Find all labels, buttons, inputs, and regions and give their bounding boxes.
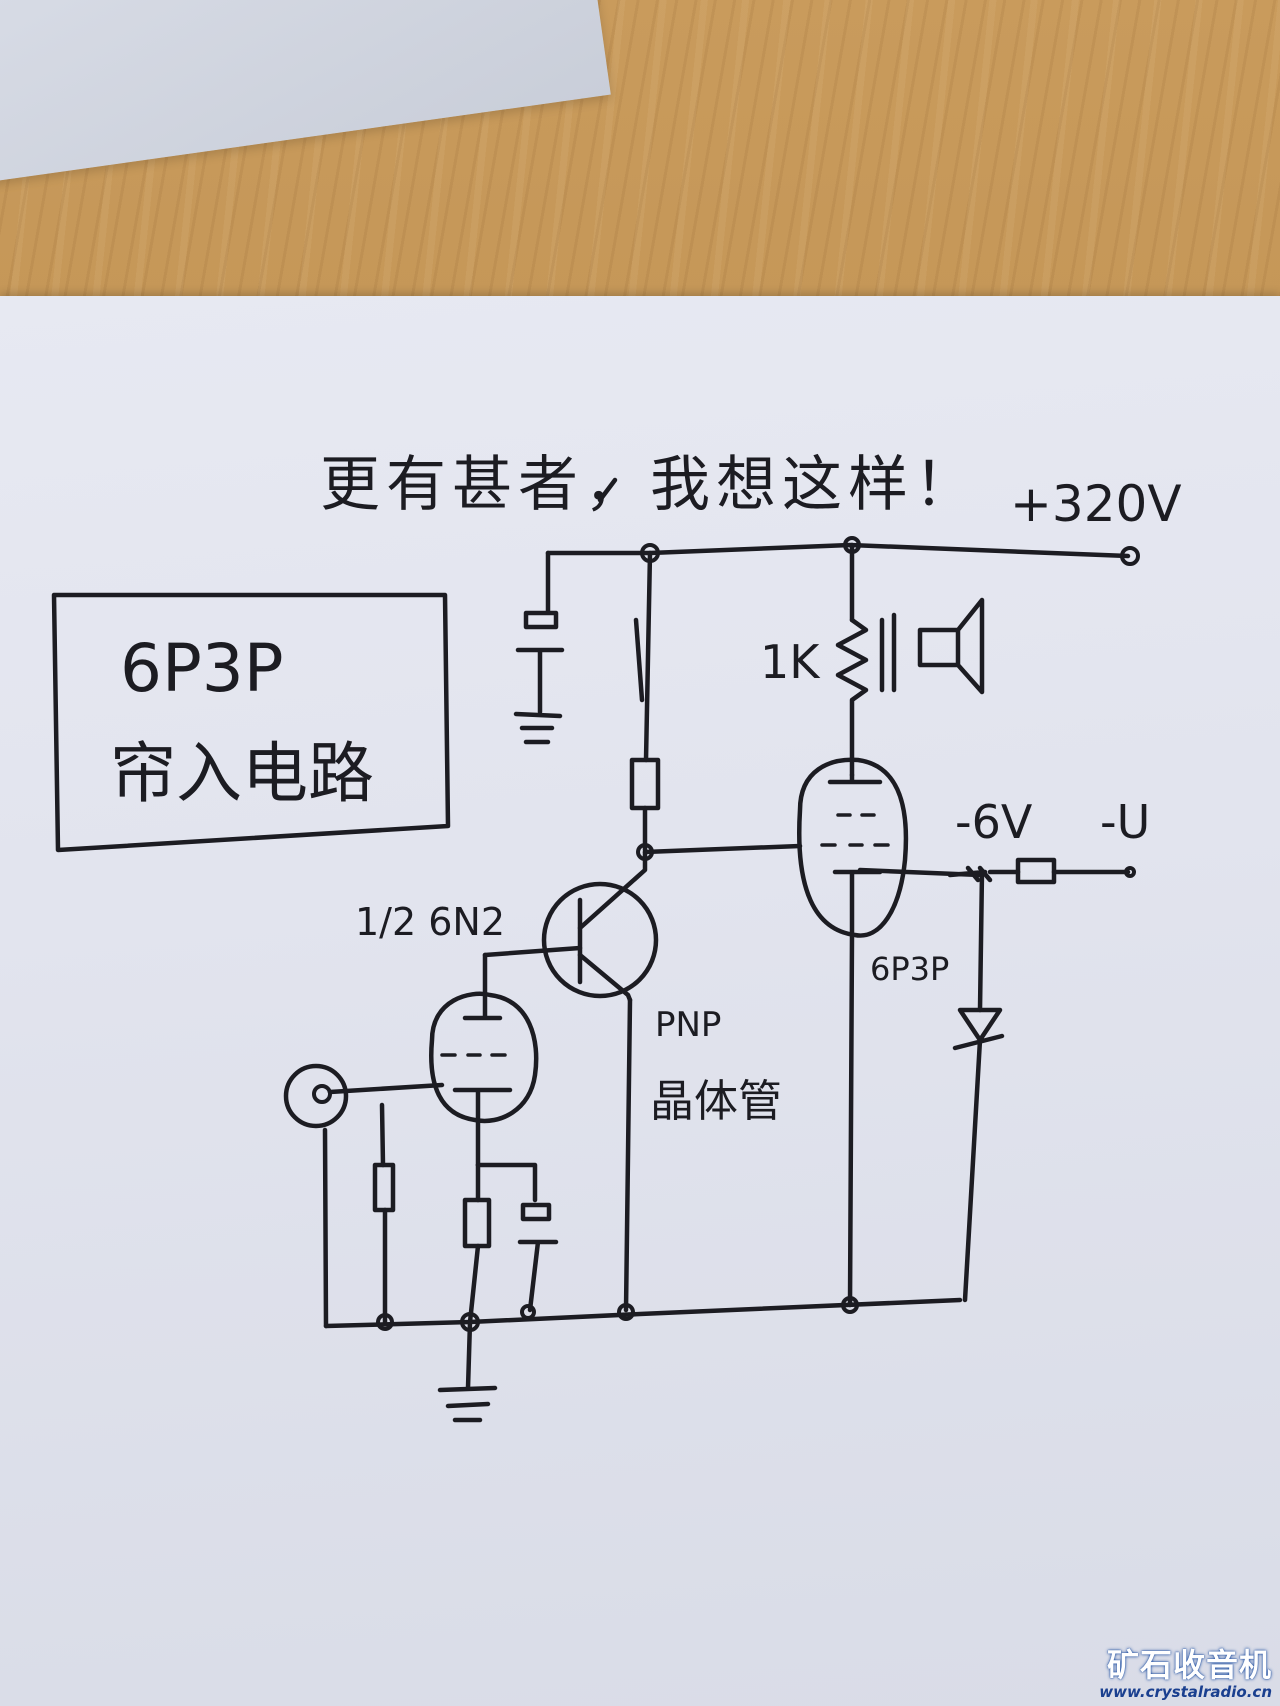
paper-sheet — [0, 296, 1280, 1706]
tube-6p3p-envelope — [797, 757, 909, 938]
cathode-split — [475, 1162, 538, 1203]
node-g1 — [376, 1313, 394, 1331]
inductor-mark — [633, 617, 645, 703]
supply-rail — [545, 542, 1131, 559]
input-to-grid — [327, 1082, 445, 1095]
ground-drop — [465, 1319, 473, 1391]
speaker-icon — [917, 597, 985, 695]
watermark-name: 矿石收音机 — [1106, 1646, 1272, 1684]
pnp-label: PNP — [655, 1005, 722, 1045]
tube-cathode-to-ground — [847, 932, 855, 1308]
pnp-base-lead — [482, 945, 583, 958]
neg-u-terminal — [1124, 866, 1136, 878]
tube-plate — [827, 772, 883, 785]
load-resistor — [629, 757, 661, 811]
tube-6p3p-label: 6P3P — [870, 950, 950, 988]
supply-terminal — [1120, 546, 1140, 566]
pnp-transistor — [541, 881, 659, 999]
collector-to-ground — [623, 997, 633, 1313]
triode-cathode — [452, 1087, 513, 1168]
input-jack — [283, 1063, 349, 1129]
grid-resistor-wire — [379, 1102, 386, 1168]
label-box — [51, 592, 451, 853]
bias-resistor — [1015, 857, 1057, 885]
grid-wire-output — [642, 843, 803, 855]
supply-voltage-label: +320V — [1010, 475, 1182, 533]
cap-ground-icon — [513, 711, 563, 745]
input-jack-center — [312, 1084, 332, 1104]
box-label-circuit: 帘入电路 — [110, 735, 374, 812]
half-6n2-label: 1/2 6N2 — [355, 900, 506, 944]
title-comma — [597, 477, 618, 503]
neg-6v-label: -6V — [955, 795, 1033, 849]
transformer-core — [879, 612, 897, 693]
tube-cathode — [832, 869, 883, 938]
neg-u-label: -U — [1100, 795, 1151, 849]
diode-wire — [977, 869, 985, 1013]
cathode-resistor-lead — [467, 1162, 481, 1325]
cap-plate-lead — [515, 647, 565, 715]
diode-to-ground — [962, 1037, 983, 1303]
title-text: 更有甚者，我想这样！ — [320, 450, 980, 520]
cathode-resistor — [462, 1197, 492, 1249]
grid-resistor — [372, 1162, 396, 1213]
watermark-url: www.crystalradio.cn — [1099, 1683, 1272, 1701]
pnp-transistor-label: 晶体管 — [650, 1076, 782, 1127]
decoupling-capacitor — [523, 610, 559, 630]
collector-wire — [643, 550, 653, 763]
triode-plate — [462, 952, 503, 1021]
cathode-capacitor-lead — [517, 1239, 559, 1313]
ground-icon — [437, 1385, 498, 1423]
site-watermark: 矿石收音机 www.crystalradio.cn — [1099, 1646, 1272, 1700]
resistor-1k — [835, 617, 869, 778]
box-label-tube: 6P3P — [120, 630, 284, 707]
resistor-1k-label: 1K — [760, 635, 820, 689]
ground-rail — [323, 1297, 963, 1329]
node-g3 — [520, 1304, 536, 1320]
input-sleeve — [322, 1127, 329, 1329]
cathode-capacitor — [520, 1202, 552, 1222]
pnp-emitter — [577, 849, 648, 931]
triode-6n2-envelope — [429, 991, 539, 1124]
